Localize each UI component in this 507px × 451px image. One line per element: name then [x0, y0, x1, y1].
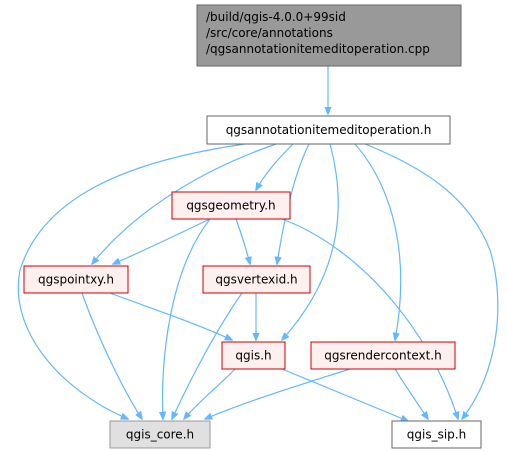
- edge-header-to-core: [17, 143, 246, 419]
- node-src-label-line-2: /qgsannotationitemeditoperation.cpp: [206, 42, 430, 56]
- edge-vertexid-to-core: [172, 292, 243, 419]
- edge-geometry-to-sip: [281, 218, 458, 419]
- node-header-box: [206, 115, 451, 145]
- node-rendercontext-label-line-0: qgsrendercontext.h: [324, 349, 441, 363]
- edge-header-to-pointxy: [92, 143, 277, 264]
- node-src[interactable]: /build/qgis-4.0.0+99sid/src/core/annotat…: [196, 4, 462, 67]
- edge-geometry-to-pointxy: [113, 218, 211, 264]
- node-header-label-line-0: qgsannotationitemeditoperation.h: [226, 123, 432, 137]
- node-src-box: [196, 4, 462, 67]
- node-sip[interactable]: qgis_sip.h: [391, 420, 482, 449]
- edge-pointxy-to-core: [81, 292, 142, 419]
- edge-qgis-to-core: [184, 368, 236, 419]
- node-qgis-label-line-0: qgis.h: [235, 349, 271, 363]
- node-vertexid-box: [202, 265, 311, 294]
- node-pointxy-label-line-0: qgspointxy.h: [38, 273, 114, 287]
- node-sip-label-line-0: qgis_sip.h: [407, 428, 466, 442]
- edge-geometry-to-vertexid: [235, 218, 250, 264]
- node-qgis-box: [221, 341, 286, 370]
- node-src-label-line-1: /src/core/annotations: [206, 26, 333, 40]
- node-vertexid[interactable]: qgsvertexid.h: [202, 265, 311, 294]
- edge-header-to-vertexid: [277, 143, 310, 264]
- edge-rendercontext-to-sip: [394, 368, 428, 419]
- node-pointxy-box: [23, 265, 129, 294]
- node-geometry-label-line-0: qgsgeometry.h: [186, 199, 275, 213]
- edge-header-to-sip: [364, 143, 499, 419]
- node-core[interactable]: qgis_core.h: [109, 420, 211, 449]
- edge-header-to-qgis: [282, 143, 339, 340]
- edge-geometry-to-core: [163, 218, 211, 419]
- node-rendercontext[interactable]: qgsrendercontext.h: [310, 341, 456, 370]
- edge-rendercontext-to-core: [205, 368, 351, 419]
- node-src-label-line-0: /build/qgis-4.0.0+99sid: [206, 10, 346, 24]
- node-vertexid-label-line-0: qgsvertexid.h: [215, 273, 297, 287]
- node-core-label-line-0: qgis_core.h: [126, 428, 194, 442]
- node-geometry[interactable]: qgsgeometry.h: [171, 191, 291, 220]
- node-geometry-box: [171, 191, 291, 220]
- edges-layer: [17, 66, 499, 421]
- node-qgis[interactable]: qgis.h: [221, 341, 286, 370]
- node-core-box: [109, 420, 211, 449]
- nodes-layer: /build/qgis-4.0.0+99sid/src/core/annotat…: [23, 4, 482, 449]
- node-pointxy[interactable]: qgspointxy.h: [23, 265, 129, 294]
- node-sip-box: [391, 420, 482, 449]
- node-rendercontext-box: [310, 341, 456, 370]
- edge-header-to-geometry: [256, 143, 294, 190]
- edge-qgis-to-sip: [281, 368, 408, 421]
- node-header[interactable]: qgsannotationitemeditoperation.h: [206, 115, 451, 145]
- edge-header-to-rendercontext: [354, 143, 402, 340]
- edge-pointxy-to-qgis: [109, 292, 232, 340]
